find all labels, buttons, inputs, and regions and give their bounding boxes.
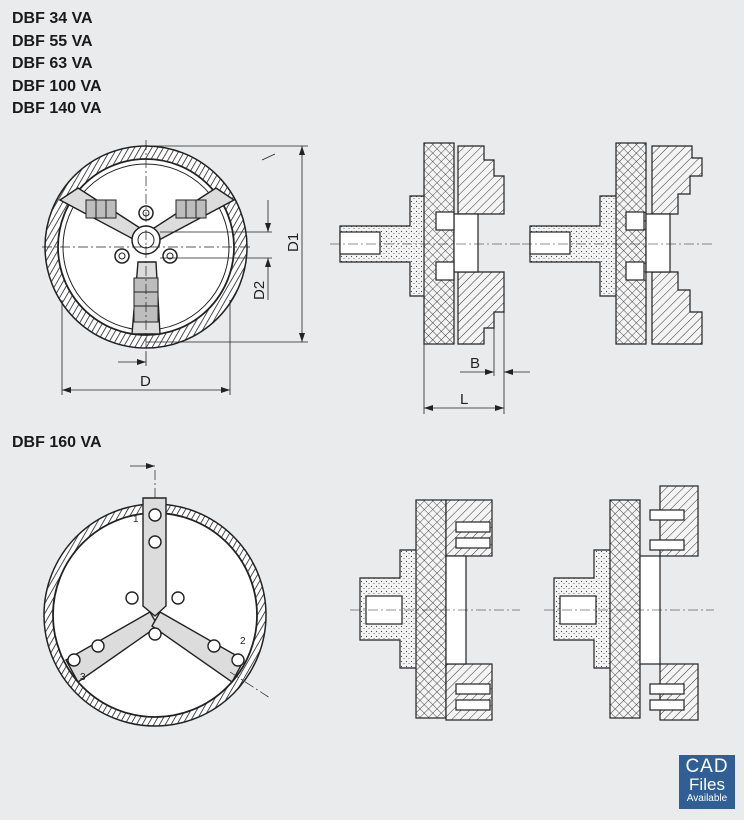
badge-line2: Files xyxy=(689,775,725,794)
dimension-arrows-top xyxy=(62,146,305,393)
dim-label-b: B xyxy=(470,355,480,372)
badge-line3: Available xyxy=(686,793,728,804)
model-label: DBF 100 VA xyxy=(12,77,102,95)
dim-label-d1: D1 xyxy=(285,233,302,252)
model-label: DBF 63 VA xyxy=(12,55,93,73)
badge-line1: CAD xyxy=(685,756,729,777)
dimension-arrows-section xyxy=(424,369,513,411)
model-label: DBF 55 VA xyxy=(12,32,93,50)
dim-label-d: D xyxy=(140,373,151,390)
jaw-number-3: 3 xyxy=(80,672,86,683)
chuck-front-view-bottom: 1 2 3 xyxy=(43,463,271,727)
jaw-number-2: 2 xyxy=(240,636,246,647)
section-view-bottom-right xyxy=(544,485,714,721)
dimension-lines-section xyxy=(423,290,530,414)
dim-label-d2: D2 xyxy=(251,281,268,300)
model-label: DBF 34 VA xyxy=(12,10,93,27)
section-view-bottom-left xyxy=(350,499,520,721)
cad-files-badge[interactable]: CAD Files Available xyxy=(679,755,735,809)
dim-label-l: L xyxy=(460,391,468,408)
model-label: DBF 140 VA xyxy=(12,100,102,118)
jaw-number-1: 1 xyxy=(133,514,139,525)
model-label-160: DBF 160 VA xyxy=(12,434,102,451)
section-view-top-right xyxy=(522,142,712,345)
chuck-front-view-top xyxy=(42,140,252,352)
model-list: DBF 34 VA DBF 55 VA DBF 63 VA DBF 100 VA… xyxy=(12,8,102,121)
section-view-top-left xyxy=(330,142,520,345)
